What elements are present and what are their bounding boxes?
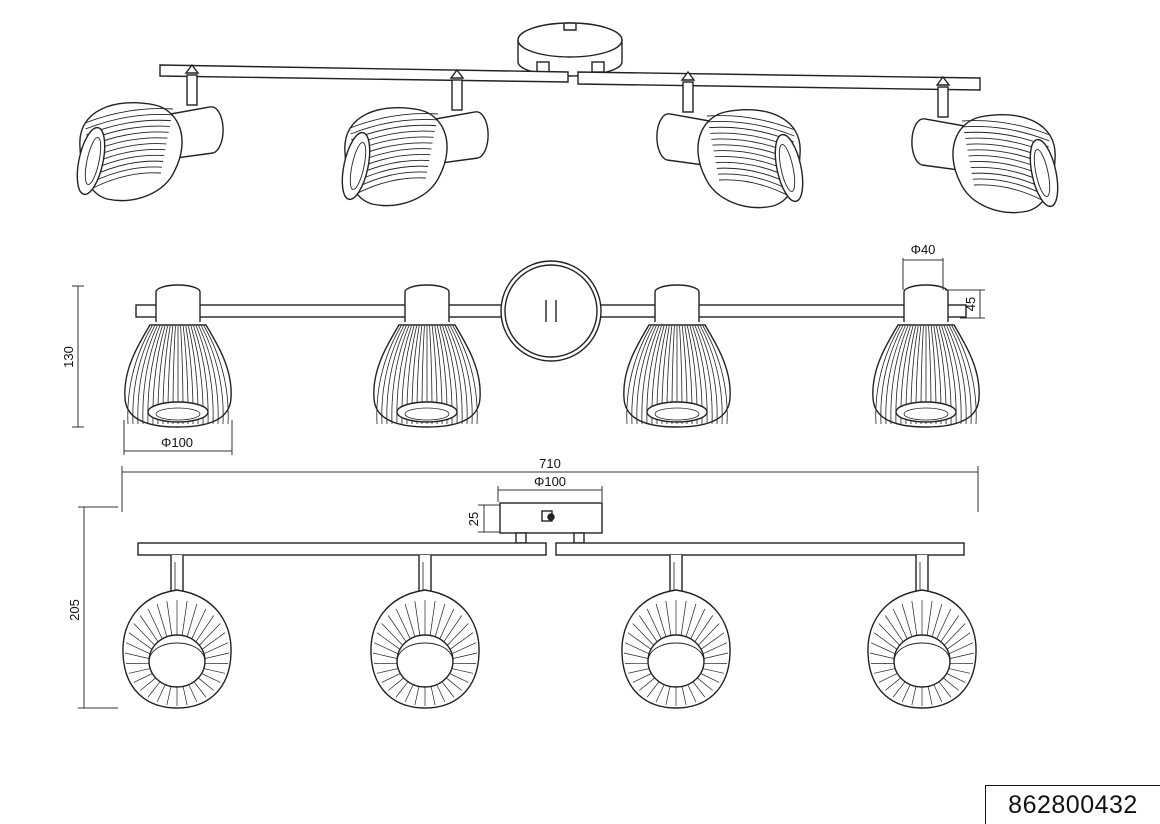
dimension-labels: Φ40 45 130 Φ100 710 Φ100 25 205 bbox=[61, 242, 978, 621]
side-view bbox=[124, 260, 980, 428]
spotlight-side-4 bbox=[872, 284, 980, 428]
spotlight-side-3 bbox=[623, 284, 731, 428]
mounting-bar-left bbox=[159, 64, 569, 83]
product-code: 862800432 bbox=[985, 785, 1160, 824]
spot-post-tip bbox=[184, 63, 200, 74]
canopy-bolt bbox=[515, 532, 527, 544]
spot-post-tip bbox=[449, 68, 465, 79]
spot-holder bbox=[155, 284, 201, 322]
dim-head-depth: 45 bbox=[963, 297, 978, 311]
spot-opening bbox=[895, 401, 957, 423]
dim-canopy-height: 25 bbox=[466, 512, 481, 526]
spot-post-tip bbox=[680, 70, 696, 81]
dimension-lines bbox=[72, 258, 985, 709]
spot-opening bbox=[646, 401, 708, 423]
perspective-view bbox=[76, 22, 1059, 214]
spotlight-front-3 bbox=[621, 555, 731, 709]
mounting-bar-right bbox=[577, 71, 981, 91]
spot-post-tip bbox=[935, 75, 951, 86]
spot-stem bbox=[170, 555, 184, 593]
spotlight-side-1 bbox=[124, 284, 232, 428]
spot-holder bbox=[654, 284, 700, 322]
spot-stem bbox=[915, 555, 929, 593]
dim-total-length: 710 bbox=[539, 456, 561, 471]
spotlight-side-2 bbox=[373, 284, 481, 428]
spot-holder bbox=[903, 284, 949, 322]
canopy-bolt bbox=[573, 532, 585, 544]
canopy-screw-head bbox=[547, 513, 555, 521]
spotlight-persp-2 bbox=[341, 68, 489, 207]
spotlight-persp-3 bbox=[656, 70, 804, 209]
spot-opening bbox=[147, 401, 209, 423]
spot-opening bbox=[341, 131, 371, 201]
spot-opening bbox=[76, 126, 106, 196]
dim-head-diameter: Φ40 bbox=[911, 242, 936, 257]
front-bar-right bbox=[555, 542, 965, 556]
spotlight-persp-4 bbox=[911, 75, 1059, 214]
dim-shade-diameter: Φ100 bbox=[161, 435, 193, 450]
canopy-slot bbox=[563, 24, 577, 31]
side-canopy-inner bbox=[504, 264, 598, 358]
spot-opening bbox=[396, 401, 458, 423]
spotlight-front-4 bbox=[867, 555, 977, 709]
spotlight-front-1 bbox=[122, 555, 232, 709]
front-view bbox=[122, 502, 977, 709]
spot-opening bbox=[1029, 138, 1059, 208]
dim-front-height: 205 bbox=[67, 599, 82, 621]
spot-stem bbox=[418, 555, 432, 593]
spot-post bbox=[451, 79, 463, 111]
spot-holder bbox=[404, 284, 450, 322]
spot-post bbox=[682, 81, 694, 113]
spot-opening bbox=[774, 133, 804, 203]
spot-post bbox=[186, 74, 198, 106]
spot-post bbox=[937, 86, 949, 118]
canopy-screw bbox=[591, 61, 605, 73]
spotlight-front-2 bbox=[370, 555, 480, 709]
dim-side-height: 130 bbox=[61, 346, 76, 368]
spotlight-persp-1 bbox=[76, 63, 224, 202]
canopy-screw bbox=[536, 61, 550, 73]
spot-stem bbox=[669, 555, 683, 593]
canopy-top bbox=[517, 22, 623, 58]
dim-canopy-diameter: Φ100 bbox=[534, 474, 566, 489]
front-bar-left bbox=[137, 542, 547, 556]
